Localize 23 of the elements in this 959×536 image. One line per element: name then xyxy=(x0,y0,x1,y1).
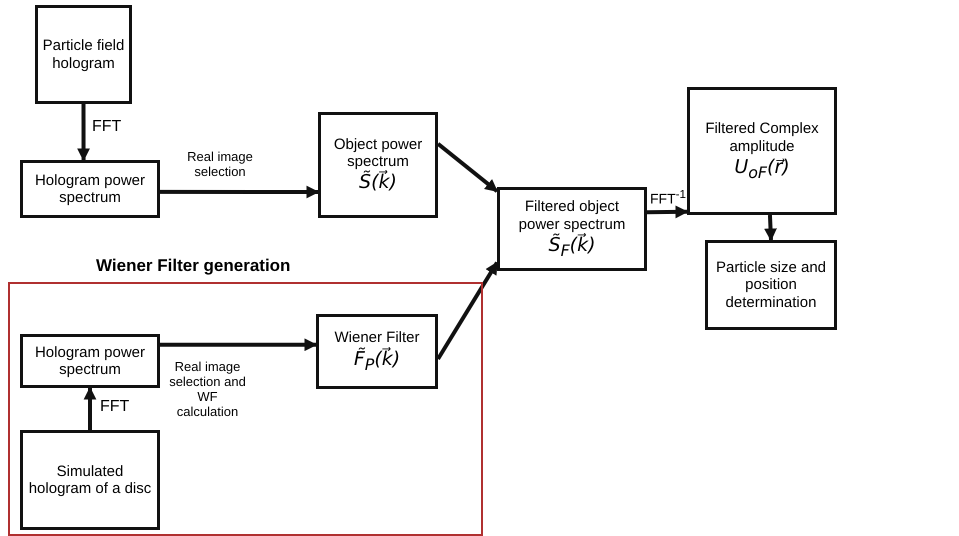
process-box: Hologram power spectrum xyxy=(20,160,160,218)
process-box: Filtered Complex amplitude U$_{oF}$(r⃗) xyxy=(687,87,837,215)
edge-label: FFT xyxy=(92,118,122,136)
arrow xyxy=(764,214,777,242)
process-box: Simulated hologram of a disc xyxy=(20,430,160,530)
process-box: Filtered object power spectrum S̃$_{F}$(k⃗) xyxy=(497,187,647,271)
edge-label: Real image selection xyxy=(186,150,254,180)
process-box: Hologram power spectrum xyxy=(20,334,160,388)
arrow xyxy=(436,262,499,360)
process-box: Wiener Filter F̃$_{P}$(k⃗) xyxy=(316,314,438,389)
process-box: Object power spectrum S̃(k⃗) xyxy=(318,112,438,218)
arrow xyxy=(77,104,90,162)
edge-label: FFT xyxy=(100,398,130,416)
group-heading: Wiener Filter generation xyxy=(96,256,290,276)
arrow xyxy=(84,386,96,430)
process-box: Particle size and position determination xyxy=(705,240,837,330)
arrow xyxy=(160,186,320,198)
arrow xyxy=(160,338,318,352)
process-box: Particle field hologram xyxy=(35,5,132,104)
edge-label: FFT$^{-1}$ xyxy=(650,188,684,207)
arrow xyxy=(436,142,498,193)
edge-label: Real image selection and WF calculation xyxy=(168,360,247,420)
arrow xyxy=(646,206,688,218)
